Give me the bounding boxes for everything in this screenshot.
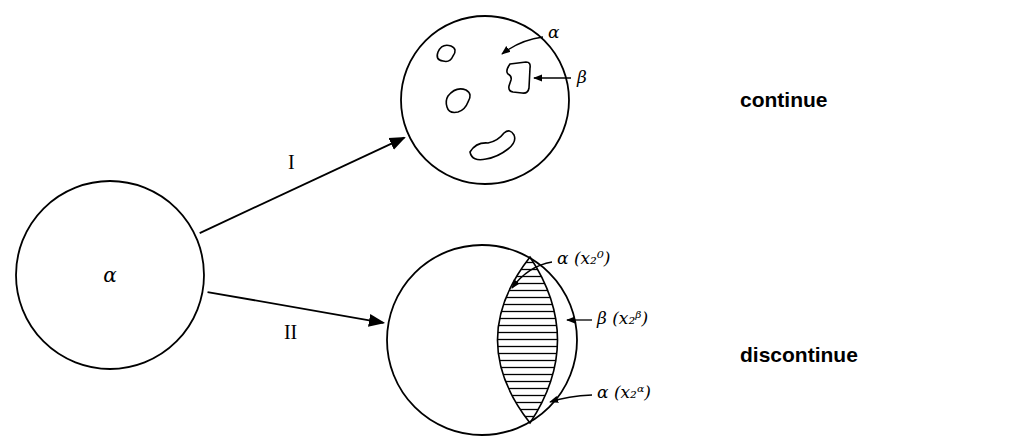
text-anchor: α <box>103 264 117 287</box>
transformation-type: discontinue <box>740 343 858 367</box>
label-anchor: α (x₂ᵅ) <box>597 383 651 403</box>
precipitate-group <box>437 45 530 159</box>
circle-outline <box>386 244 578 436</box>
leader-line <box>512 262 552 288</box>
path-number: II <box>282 321 299 344</box>
label-anchor: α <box>548 23 559 43</box>
transformation-arrow <box>208 292 384 323</box>
circle-border <box>16 181 204 369</box>
transformation-type: continue <box>740 88 828 112</box>
label-anchor: α (x₂⁰) <box>557 249 610 269</box>
label-anchor: II <box>282 321 299 344</box>
phase-name: α <box>103 264 117 287</box>
phase-label: β <box>577 68 587 88</box>
phase-label: α (x₂⁰) <box>557 249 610 269</box>
label-anchor: I <box>286 151 297 174</box>
precipitate-blob <box>437 45 455 61</box>
transformation-arrow <box>200 138 405 233</box>
phase-label: β (x₂ᵝ) <box>597 309 648 329</box>
text-anchor: discontinue <box>740 343 858 367</box>
precipitate-blob <box>446 89 470 113</box>
circle-border <box>401 16 569 184</box>
circle-outline <box>400 15 570 185</box>
phase-circle: continue <box>400 15 570 185</box>
leader-line <box>567 319 592 320</box>
label-anchor: β <box>577 68 587 88</box>
precipitate-blob <box>507 62 530 93</box>
label-anchor: β (x₂ᵝ) <box>597 309 648 329</box>
phase-circle: discontinue <box>386 244 578 436</box>
text-anchor: continue <box>740 88 828 112</box>
precipitate-blob <box>470 131 515 160</box>
path-number: I <box>286 151 297 174</box>
beta-band <box>498 257 558 423</box>
circle-border <box>387 245 577 435</box>
phase-label: α (x₂ᵅ) <box>597 383 651 403</box>
leader-line <box>502 37 543 54</box>
leader-group <box>502 37 592 402</box>
phase-label: α <box>548 23 559 43</box>
phase-circle: α <box>15 180 205 370</box>
